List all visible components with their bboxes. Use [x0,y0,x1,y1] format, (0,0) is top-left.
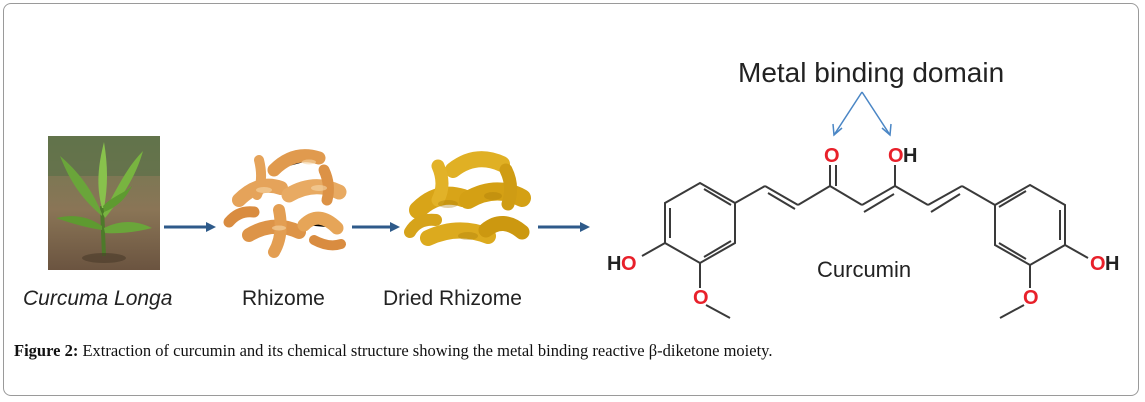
caption-text: Extraction of curcumin and its chemical … [78,341,773,360]
left-hydroxyl-hydrogen: H [607,253,621,275]
figure-caption: Figure 2: Extraction of curcumin and its… [14,341,772,361]
arrow-head-2 [390,222,400,232]
right-hydroxyl-hydrogen: H [1105,253,1119,275]
label-curcuma-longa: Curcuma Longa [23,287,173,310]
curcuma-longa-photo [48,136,160,270]
carbonyl-oxygen: O [824,145,840,167]
caption-label: Figure 2: [14,341,79,360]
left-methoxy-oxygen: O [693,287,709,309]
annotation-arrow-right [861,91,891,136]
label-dried-rhizome: Dried Rhizome [383,287,522,310]
label-rhizome: Rhizome [242,287,325,310]
metal-binding-domain-label: Metal binding domain [738,57,1004,88]
annotation-arrow-left [833,91,863,136]
enol-hydrogen: H [903,145,917,167]
figure-frame [3,3,1139,396]
right-hydroxyl-oxygen: O [1090,253,1106,275]
curcumin-label: Curcumin [817,257,911,282]
rhizome-photo [219,140,349,262]
dried-rhizome-photo [398,140,534,262]
process-arrows [164,222,590,232]
curcumin-structure: Metal binding domain [607,57,1119,319]
arrow-head-3 [580,222,590,232]
arrow-head-1 [206,222,216,232]
left-hydroxyl-oxygen: O [621,253,637,275]
right-methoxy-oxygen: O [1023,287,1039,309]
bonds [641,165,1089,319]
enol-oxygen: O [888,145,904,167]
